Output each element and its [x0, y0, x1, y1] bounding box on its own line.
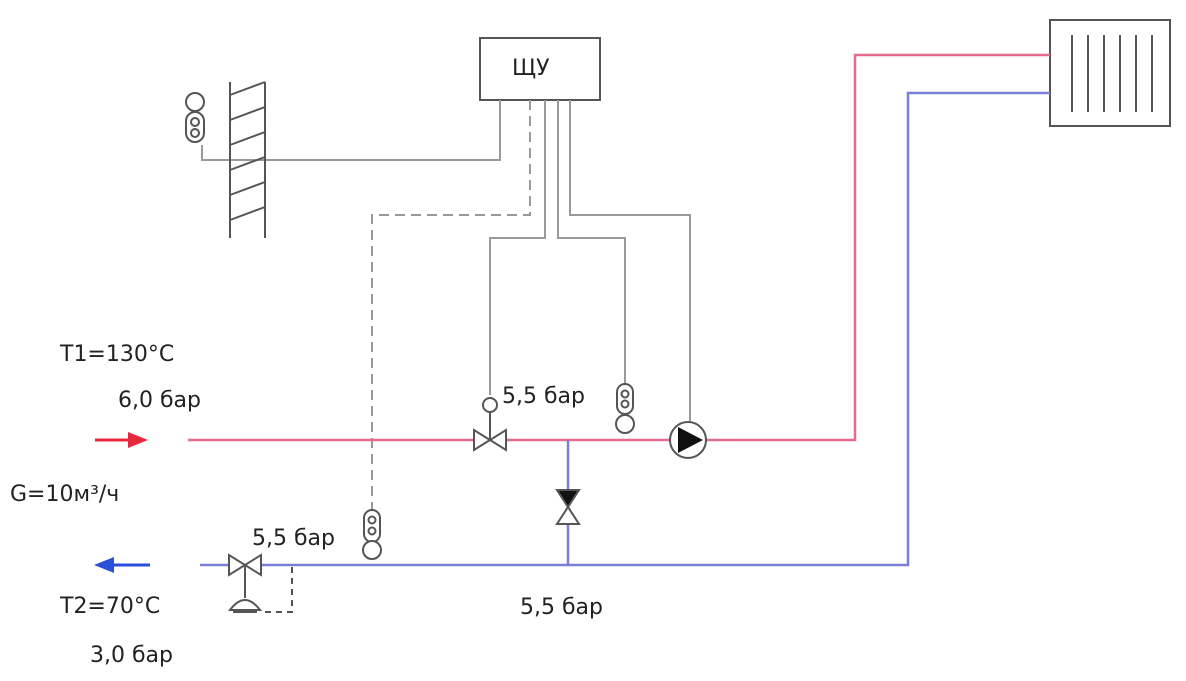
signal-line-pump — [569, 100, 691, 425]
flow-rate-label: G=10м³/ч — [10, 482, 120, 507]
return-pressure-label: 3,0 бар — [90, 643, 173, 668]
return-temperature-label: T2=70°C — [60, 594, 161, 619]
return-valve-pressure-label: 5,5 бар — [252, 526, 335, 551]
supply-temperature-label: T1=130°C — [60, 342, 175, 367]
supply-inlet-arrow — [95, 432, 148, 448]
bypass-check-valve — [555, 489, 581, 525]
return-outlet-arrow — [94, 557, 150, 573]
supply-valve-pressure-label: 5,5 бар — [502, 384, 585, 409]
return-pressure-regulator — [227, 553, 293, 613]
return-pipe — [200, 91, 1050, 567]
controller-box — [479, 37, 601, 101]
signal-line-supply-valve — [489, 100, 546, 395]
return-temperature-sensor — [362, 509, 382, 560]
supply-control-valve — [473, 397, 507, 452]
supply-temperature-sensor — [615, 383, 635, 434]
return-line-pressure-label: 5,5 бар — [520, 595, 603, 620]
circulation-pump — [669, 421, 707, 459]
signal-line-return-sensor — [371, 100, 531, 510]
signal-lines — [201, 100, 691, 510]
building-wall — [229, 81, 266, 238]
signal-line-outdoor-sensor — [201, 100, 501, 161]
supply-pressure-label: 6,0 бар — [118, 388, 201, 413]
supply-pipe — [188, 53, 1050, 442]
controller-label: ЩУ — [512, 56, 550, 81]
radiator — [1049, 19, 1171, 127]
signal-line-supply-sensor — [557, 100, 626, 385]
outdoor-temperature-sensor — [185, 92, 205, 143]
